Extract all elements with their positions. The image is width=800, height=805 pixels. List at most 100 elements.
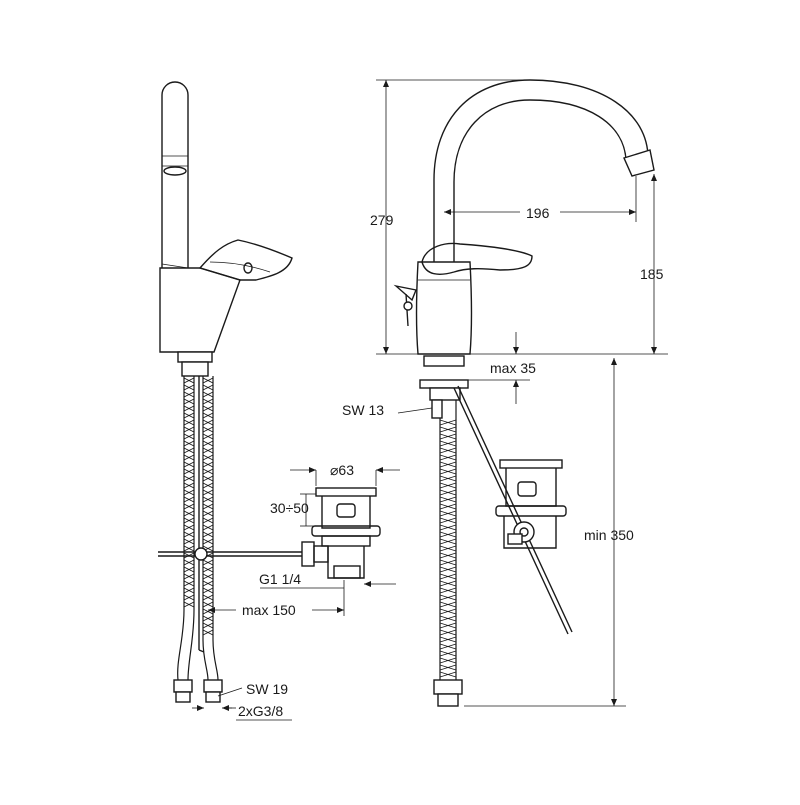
hose-braid: [439, 524, 457, 531]
hose-braid: [183, 566, 195, 573]
hose-braid: [183, 517, 195, 524]
hose-braid: [202, 587, 214, 594]
hose-braid: [439, 636, 457, 643]
hose-braid: [183, 587, 195, 594]
label-max-150: max 150: [242, 602, 296, 618]
hose-braid: [439, 433, 457, 440]
hose-braid: [202, 510, 214, 517]
hose-braid: [202, 489, 214, 496]
hose-braid: [183, 433, 195, 440]
hose-braid: [183, 398, 195, 405]
hose-braid: [183, 384, 195, 391]
hose-braid: [183, 405, 195, 412]
label-waste-diameter: ⌀63: [330, 462, 354, 478]
hose-braid: [202, 566, 214, 573]
hose-braid: [183, 419, 195, 426]
waste-valve-front: [495, 459, 567, 549]
hose-braid: [439, 454, 457, 461]
hose-braid: [202, 524, 214, 531]
waste-valve-side: [301, 487, 381, 579]
hose-braid: [439, 503, 457, 510]
hose-braid: [202, 419, 214, 426]
hose-braid: [183, 601, 195, 608]
front-view: [393, 79, 655, 707]
hose-braid: [439, 580, 457, 587]
hose-braid: [202, 454, 214, 461]
hose-braid: [439, 657, 457, 664]
hose-braid: [183, 468, 195, 475]
hose-braid: [202, 482, 214, 489]
hose-braid: [202, 615, 214, 622]
hose-braid: [439, 545, 457, 552]
hose-braid: [183, 524, 195, 531]
label-hose-thread: 2xG3/8: [238, 703, 283, 719]
hose-braid: [202, 412, 214, 419]
label-thread-waste: G1 1/4: [259, 571, 301, 587]
hose-braid: [183, 559, 195, 566]
hose-braid: [439, 461, 457, 468]
hose-braid: [439, 447, 457, 454]
hose-braid: [439, 531, 457, 538]
hose-braid: [202, 629, 214, 636]
front-dimensions: 279 196 185 max 35 SW 13 min 350: [342, 79, 668, 707]
hose-braid: [202, 531, 214, 538]
hose-braid: [183, 454, 195, 461]
hose-braid: [202, 468, 214, 475]
hose-braid: [439, 615, 457, 622]
hose-braid: [183, 510, 195, 517]
hose-braid: [439, 594, 457, 601]
side-dimensions: ⌀63 30÷50 G1 1/4 max 150 SW 19 2xG3/8: [192, 462, 400, 721]
hose-braid: [439, 573, 457, 580]
hose-braid: [202, 601, 214, 608]
hose-braid: [202, 517, 214, 524]
hose-braid: [183, 545, 195, 552]
hose-braid: [183, 489, 195, 496]
hose-braid: [202, 503, 214, 510]
hose-braid: [202, 573, 214, 580]
hose-braid: [183, 573, 195, 580]
hose-braid: [439, 496, 457, 503]
hose-braid: [183, 412, 195, 419]
side-view: [158, 81, 457, 703]
label-spout-height: 185: [640, 266, 664, 282]
hose-braid: [439, 426, 457, 433]
hose-braid: [202, 447, 214, 454]
hose-braid: [202, 398, 214, 405]
hose-braid: [183, 440, 195, 447]
hose-braid: [183, 531, 195, 538]
hose-braid: [439, 601, 457, 608]
label-sw-13: SW 13: [342, 402, 384, 418]
hose-braid: [202, 622, 214, 629]
hose-braid: [183, 496, 195, 503]
label-sw-19: SW 19: [246, 681, 288, 697]
hose-braid: [202, 384, 214, 391]
hose-braid: [202, 377, 214, 384]
hose-braid: [202, 580, 214, 587]
hose-braid: [202, 440, 214, 447]
hose-braid: [202, 496, 214, 503]
hose-braid: [439, 664, 457, 671]
hose-braid: [439, 608, 457, 615]
hose-braid: [183, 580, 195, 587]
hose-braid: [202, 433, 214, 440]
hose-braid: [439, 482, 457, 489]
hose-braid: [439, 629, 457, 636]
hose-braid: [202, 461, 214, 468]
hose-braid: [439, 419, 457, 426]
hose-braid: [183, 426, 195, 433]
hose-braid: [439, 650, 457, 657]
hose-braid: [183, 461, 195, 468]
hose-braid: [183, 594, 195, 601]
hose-braid: [439, 559, 457, 566]
label-min-350: min 350: [584, 527, 634, 543]
hose-braid: [202, 426, 214, 433]
hose-braid: [439, 552, 457, 559]
hose-braid: [439, 489, 457, 496]
hose-braid: [439, 468, 457, 475]
label-max-35: max 35: [490, 360, 536, 376]
hose-braid: [183, 482, 195, 489]
hose-braid: [183, 377, 195, 384]
hose-braid: [439, 517, 457, 524]
hose-braid: [202, 594, 214, 601]
